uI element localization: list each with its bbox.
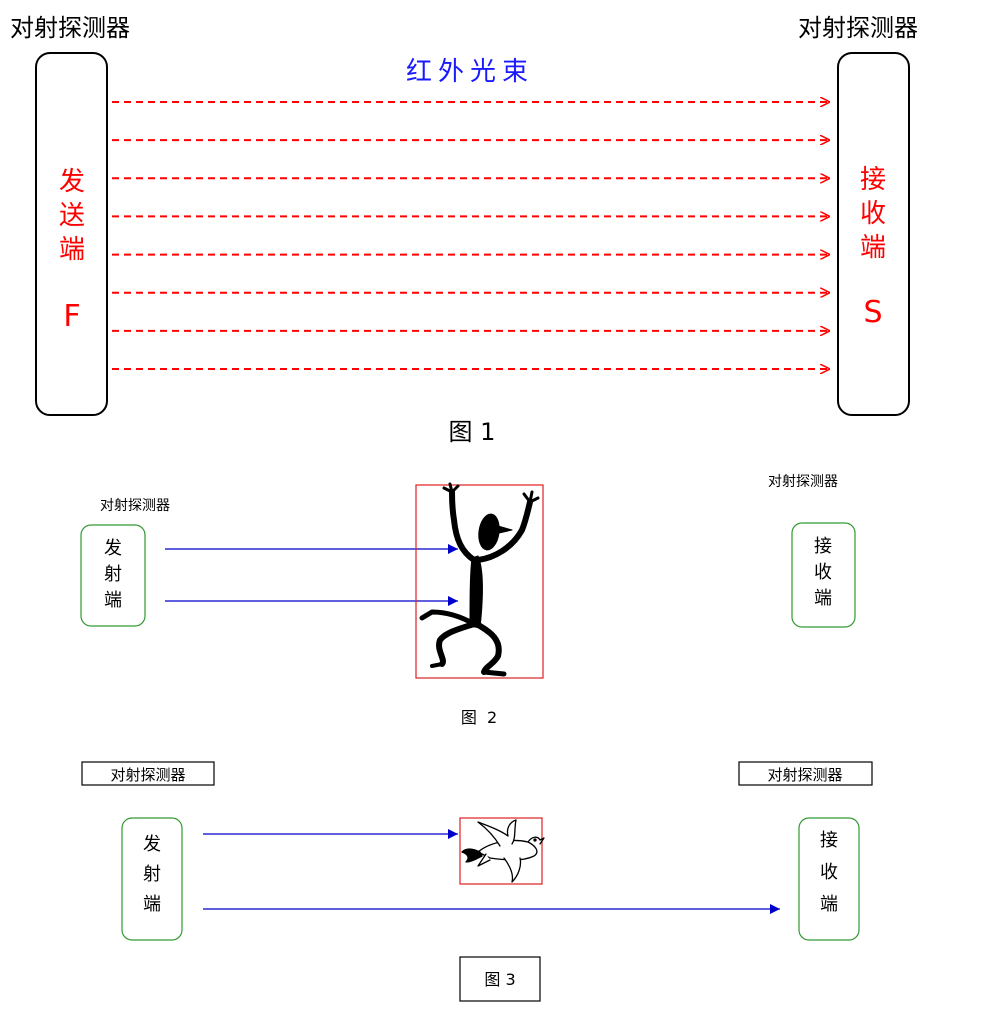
fig1-rx-char-1: 接: [860, 165, 886, 195]
fig2-obstacle-frame: [415, 484, 544, 679]
figure-1: 对射探测器 对射探测器 红外光束 发 送 端 F 接 收 端 S 图 1: [10, 14, 918, 446]
fig2-tx-char-2: 射: [104, 564, 122, 585]
fig2-transmitter-text: 发 射 端: [104, 538, 122, 611]
fig2-rx-char-2: 收: [814, 562, 832, 583]
fig3-caption: 图 3: [484, 970, 515, 989]
fig2-rx-char-1: 接: [814, 536, 832, 557]
fig3-rx-char-2: 收: [820, 862, 838, 883]
fig2-tx-char-1: 发: [104, 538, 122, 559]
fig3-right-label-frame: [738, 761, 873, 786]
fig2-transmitter-box: [80, 524, 146, 627]
fig3-right-detector-label: 对射探测器: [767, 766, 842, 784]
fig1-receiver-text: 接 收 端 S: [860, 165, 886, 330]
fig3-receiver-text: 接 收 端: [820, 830, 838, 915]
fig3-rx-char-3: 端: [820, 894, 838, 915]
fig1-beam-label: 红外光束: [406, 57, 534, 87]
fig2-right-detector-label: 对射探测器: [768, 474, 838, 490]
fig1-infrared-beams: [112, 102, 829, 369]
fig3-receiver-box: [798, 817, 860, 941]
fig3-rx-char-1: 接: [820, 830, 838, 851]
fig1-rx-letter: S: [863, 295, 882, 330]
fig3-tx-char-3: 端: [143, 894, 161, 915]
fig3-tx-char-1: 发: [143, 834, 161, 855]
fig1-tx-letter: F: [63, 299, 80, 334]
figure-3: 对射探测器 对射探测器 发 射 端 接 收 端: [81, 761, 873, 1002]
fig2-receiver-box: [791, 522, 856, 628]
fig2-tx-char-3: 端: [104, 590, 122, 611]
fig1-receiver-box: [837, 52, 910, 416]
fig2-caption: 图 2: [461, 708, 497, 727]
fig3-caption-frame: [459, 956, 541, 1002]
fig2-left-detector-label: 对射探测器: [100, 498, 170, 514]
fig2-rx-char-3: 端: [814, 588, 832, 609]
fig1-left-detector-label: 对射探测器: [10, 14, 130, 42]
fig1-tx-char-1: 发: [59, 167, 85, 197]
fig1-right-detector-label: 对射探测器: [798, 14, 918, 42]
bird-icon: [461, 819, 545, 883]
fig1-tx-char-3: 端: [59, 235, 85, 265]
fig2-receiver-text: 接 收 端: [814, 536, 832, 609]
figure-2: 对射探测器 对射探测器 发 射 端 接 收 端: [80, 474, 856, 727]
fig1-transmitter-text: 发 送 端 F: [59, 167, 85, 334]
fig3-left-detector-label: 对射探测器: [110, 766, 185, 784]
fig3-transmitter-text: 发 射 端: [143, 834, 161, 915]
fig1-rx-char-3: 端: [860, 233, 886, 263]
fig1-tx-char-2: 送: [59, 201, 85, 231]
fig1-caption: 图 1: [449, 418, 496, 446]
fig3-left-label-frame: [81, 761, 215, 786]
fig3-tx-char-2: 射: [143, 864, 161, 885]
fig3-transmitter-box: [121, 817, 183, 941]
person-icon: [419, 482, 540, 677]
fig1-transmitter-box: [35, 52, 108, 416]
fig1-rx-char-2: 收: [860, 199, 886, 229]
fig3-obstacle-frame: [459, 817, 543, 885]
